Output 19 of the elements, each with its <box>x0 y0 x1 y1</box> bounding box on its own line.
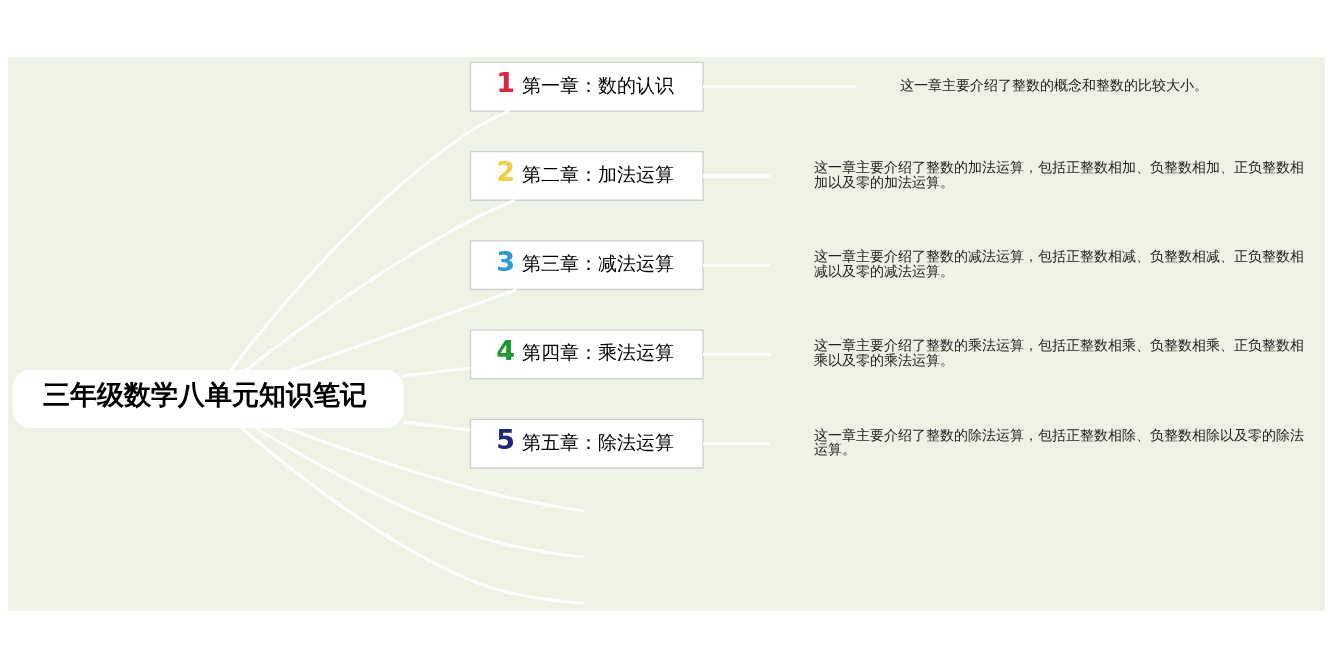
connector <box>402 366 471 378</box>
connector <box>402 420 471 431</box>
node-box: 三年级数学八单元知识笔记 <box>12 369 404 428</box>
node-text: 这一章主要介绍了整数的概念和整数的比较大小。 <box>899 76 1208 93</box>
node-text: 这一章主要介绍了整数的除法运算，包括正整数相除、负整数相除以及零的除法运算。 <box>813 426 1304 457</box>
node-text: 这一章主要介绍了整数的减法运算，包括正整数相减、负整数相减、正负整数相减以及零的减法运算。 <box>813 247 1304 279</box>
node-box: 5 第五章：除法运算 <box>469 418 704 469</box>
node-box: 4 第四章：乘法运算 <box>469 328 704 379</box>
connector <box>229 109 510 371</box>
node-box: 2 第二章：加法运算 <box>469 150 704 201</box>
connector <box>244 198 516 372</box>
connector <box>289 287 518 372</box>
connector <box>283 425 585 513</box>
connector <box>254 425 585 559</box>
connector <box>240 425 585 605</box>
node-text: 这一章主要介绍了整数的乘法运算，包括正整数相乘、负整数相乘、正负整数相乘以及零的乘法运算。 <box>813 336 1304 368</box>
node-box: 3 第三章：减法运算 <box>469 239 704 290</box>
node-box: 1 第一章：数的认识 <box>469 61 704 112</box>
node-text: 这一章主要介绍了整数的加法运算，包括正整数相加、负整数相加、正负整数相加以及零的加法运算。 <box>813 158 1304 190</box>
